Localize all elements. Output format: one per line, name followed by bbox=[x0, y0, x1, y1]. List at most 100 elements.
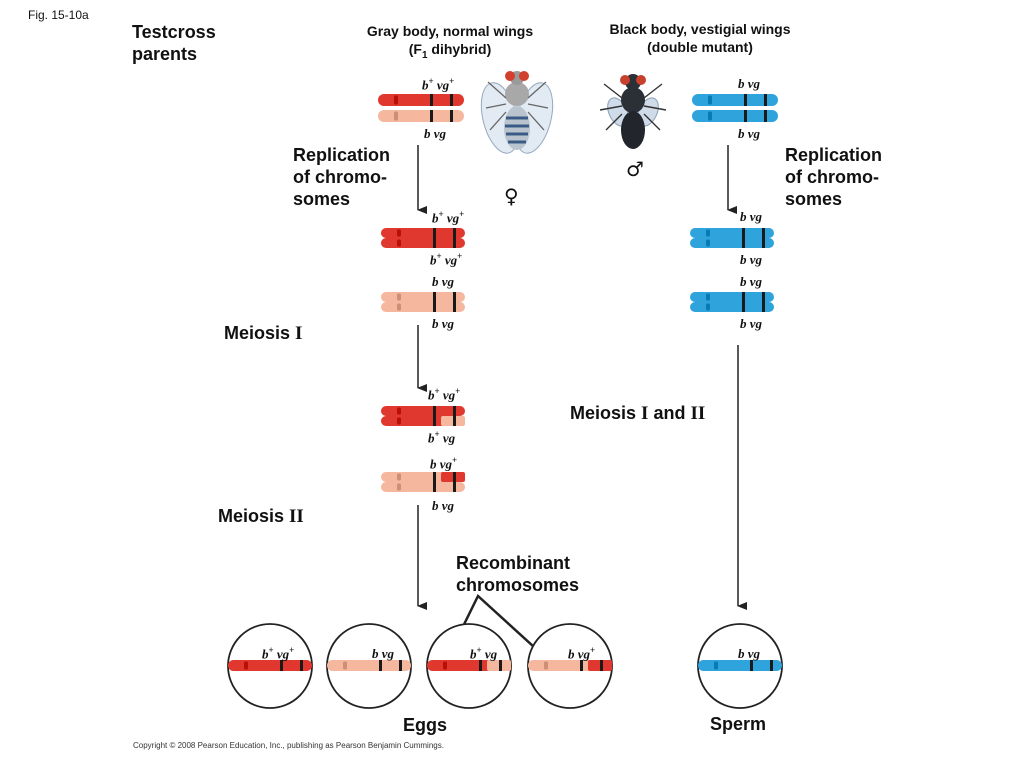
allele-label-female-bottom: b vg bbox=[424, 126, 447, 141]
allele-band bbox=[433, 406, 436, 416]
centromere bbox=[397, 473, 401, 481]
allele-label-mi-red-top: b+ vg+ bbox=[428, 386, 461, 403]
sperm-chromosome bbox=[698, 660, 782, 671]
male-parent-line2: (double mutant) bbox=[647, 39, 753, 55]
egg-4-chromosome bbox=[528, 660, 612, 671]
chromatid bbox=[692, 94, 778, 106]
testcross-parents-line1: Testcross bbox=[132, 22, 216, 42]
centromere bbox=[706, 229, 710, 237]
chromatid bbox=[690, 302, 774, 312]
allele-label-rep-blue1-top: b vg bbox=[740, 209, 763, 224]
chromatid bbox=[378, 110, 464, 122]
recombinant-chromosomes-label: Recombinant chromosomes bbox=[456, 553, 580, 595]
allele-band bbox=[433, 228, 436, 238]
allele-band bbox=[379, 660, 382, 671]
centromere bbox=[706, 293, 710, 301]
meiosis-i-label: Meiosis I bbox=[224, 323, 303, 344]
female-parent-heading: Gray body, normal wings (F1 dihybrid) bbox=[340, 22, 560, 65]
allele-band bbox=[280, 660, 283, 671]
allele-band bbox=[744, 110, 747, 122]
chromatid bbox=[381, 482, 465, 492]
allele-band bbox=[450, 94, 453, 106]
replicated-male-blue-1 bbox=[690, 228, 774, 248]
testcross-parents-label: Testcross parents bbox=[132, 21, 216, 65]
chromatid bbox=[381, 238, 465, 248]
centromere bbox=[397, 303, 401, 311]
parent-male-chromosomes bbox=[692, 94, 778, 122]
centromere bbox=[714, 661, 718, 670]
meiosis-ii-label: Meiosis II bbox=[218, 506, 304, 527]
chromatid bbox=[327, 660, 411, 671]
centromere bbox=[544, 661, 548, 670]
allele-label-egg-2: b vg bbox=[372, 646, 395, 661]
centromere bbox=[394, 111, 398, 121]
allele-band bbox=[433, 482, 436, 492]
allele-band bbox=[433, 416, 436, 426]
sperm-label: Sperm bbox=[710, 714, 767, 734]
chromatid bbox=[690, 238, 774, 248]
allele-label-rep-blue1-bottom: b vg bbox=[740, 252, 763, 267]
centromere bbox=[244, 661, 248, 670]
parent-female-chromosomes bbox=[378, 94, 464, 122]
centromere bbox=[394, 95, 398, 105]
allele-band bbox=[762, 228, 765, 238]
allele-band bbox=[453, 406, 456, 416]
allele-label-female-top: b+ vg+ bbox=[422, 76, 455, 93]
allele-band bbox=[742, 292, 745, 302]
allele-band bbox=[742, 238, 745, 248]
chromosome-layer bbox=[228, 94, 782, 671]
allele-label-rep-red-bottom: b+ vg+ bbox=[430, 251, 463, 268]
meiosis-i-pink-crossover bbox=[381, 472, 465, 492]
male-symbol: ♂ bbox=[626, 157, 644, 181]
allele-band bbox=[453, 228, 456, 238]
replicated-female-red bbox=[381, 228, 465, 248]
allele-band bbox=[764, 94, 767, 106]
allele-band bbox=[433, 472, 436, 482]
chromatid bbox=[381, 292, 465, 302]
replicated-female-pink bbox=[381, 292, 465, 312]
allele-label-mi-pink-bottom: b vg bbox=[432, 498, 455, 513]
meiosis-i-red-crossover bbox=[381, 406, 465, 426]
egg-2-chromosome bbox=[327, 660, 411, 671]
copyright-notice: Copyright © 2008 Pearson Education, Inc.… bbox=[133, 741, 444, 750]
allele-band bbox=[600, 660, 603, 671]
centromere bbox=[397, 407, 401, 415]
allele-label-egg-1: b+ vg+ bbox=[262, 645, 295, 662]
allele-band bbox=[453, 472, 456, 482]
allele-band bbox=[300, 660, 303, 671]
centromere bbox=[708, 95, 712, 105]
replication-label-right: Replication of chromo- somes bbox=[785, 145, 883, 209]
allele-band bbox=[580, 660, 583, 671]
female-parent-line2: (F1 dihybrid) bbox=[408, 41, 492, 61]
allele-label-egg-3: b+ vg bbox=[470, 645, 498, 662]
allele-band bbox=[762, 292, 765, 302]
allele-band bbox=[762, 238, 765, 248]
allele-label-rep-blue2-bottom: b vg bbox=[740, 316, 763, 331]
chromatid bbox=[378, 94, 464, 106]
figure-number: Fig. 15-10a bbox=[28, 8, 89, 22]
allele-label-egg-4: b vg+ bbox=[568, 645, 596, 662]
allele-label-rep-pink-top: b vg bbox=[432, 274, 455, 289]
allele-band bbox=[453, 302, 456, 312]
egg-1-chromosome bbox=[228, 660, 312, 671]
allele-band bbox=[764, 110, 767, 122]
allele-label-sperm: b vg bbox=[738, 646, 761, 661]
allele-band bbox=[499, 660, 502, 671]
allele-label-male-bottom: b vg bbox=[738, 126, 761, 141]
centromere bbox=[397, 483, 401, 491]
centromere bbox=[397, 229, 401, 237]
meiosis-i-and-ii-label: Meiosis I and II bbox=[570, 403, 706, 424]
chromatid bbox=[381, 302, 465, 312]
centromere bbox=[397, 239, 401, 247]
gray-fly-female-image bbox=[480, 71, 554, 154]
allele-band bbox=[453, 416, 456, 426]
male-parent-heading: Black body, vestigial wings (double muta… bbox=[585, 20, 815, 56]
allele-label-rep-blue2-top: b vg bbox=[740, 274, 763, 289]
allele-band bbox=[742, 228, 745, 238]
allele-band bbox=[450, 110, 453, 122]
allele-band bbox=[433, 238, 436, 248]
centromere bbox=[706, 303, 710, 311]
chromatid bbox=[692, 110, 778, 122]
replicated-male-blue-2 bbox=[690, 292, 774, 312]
